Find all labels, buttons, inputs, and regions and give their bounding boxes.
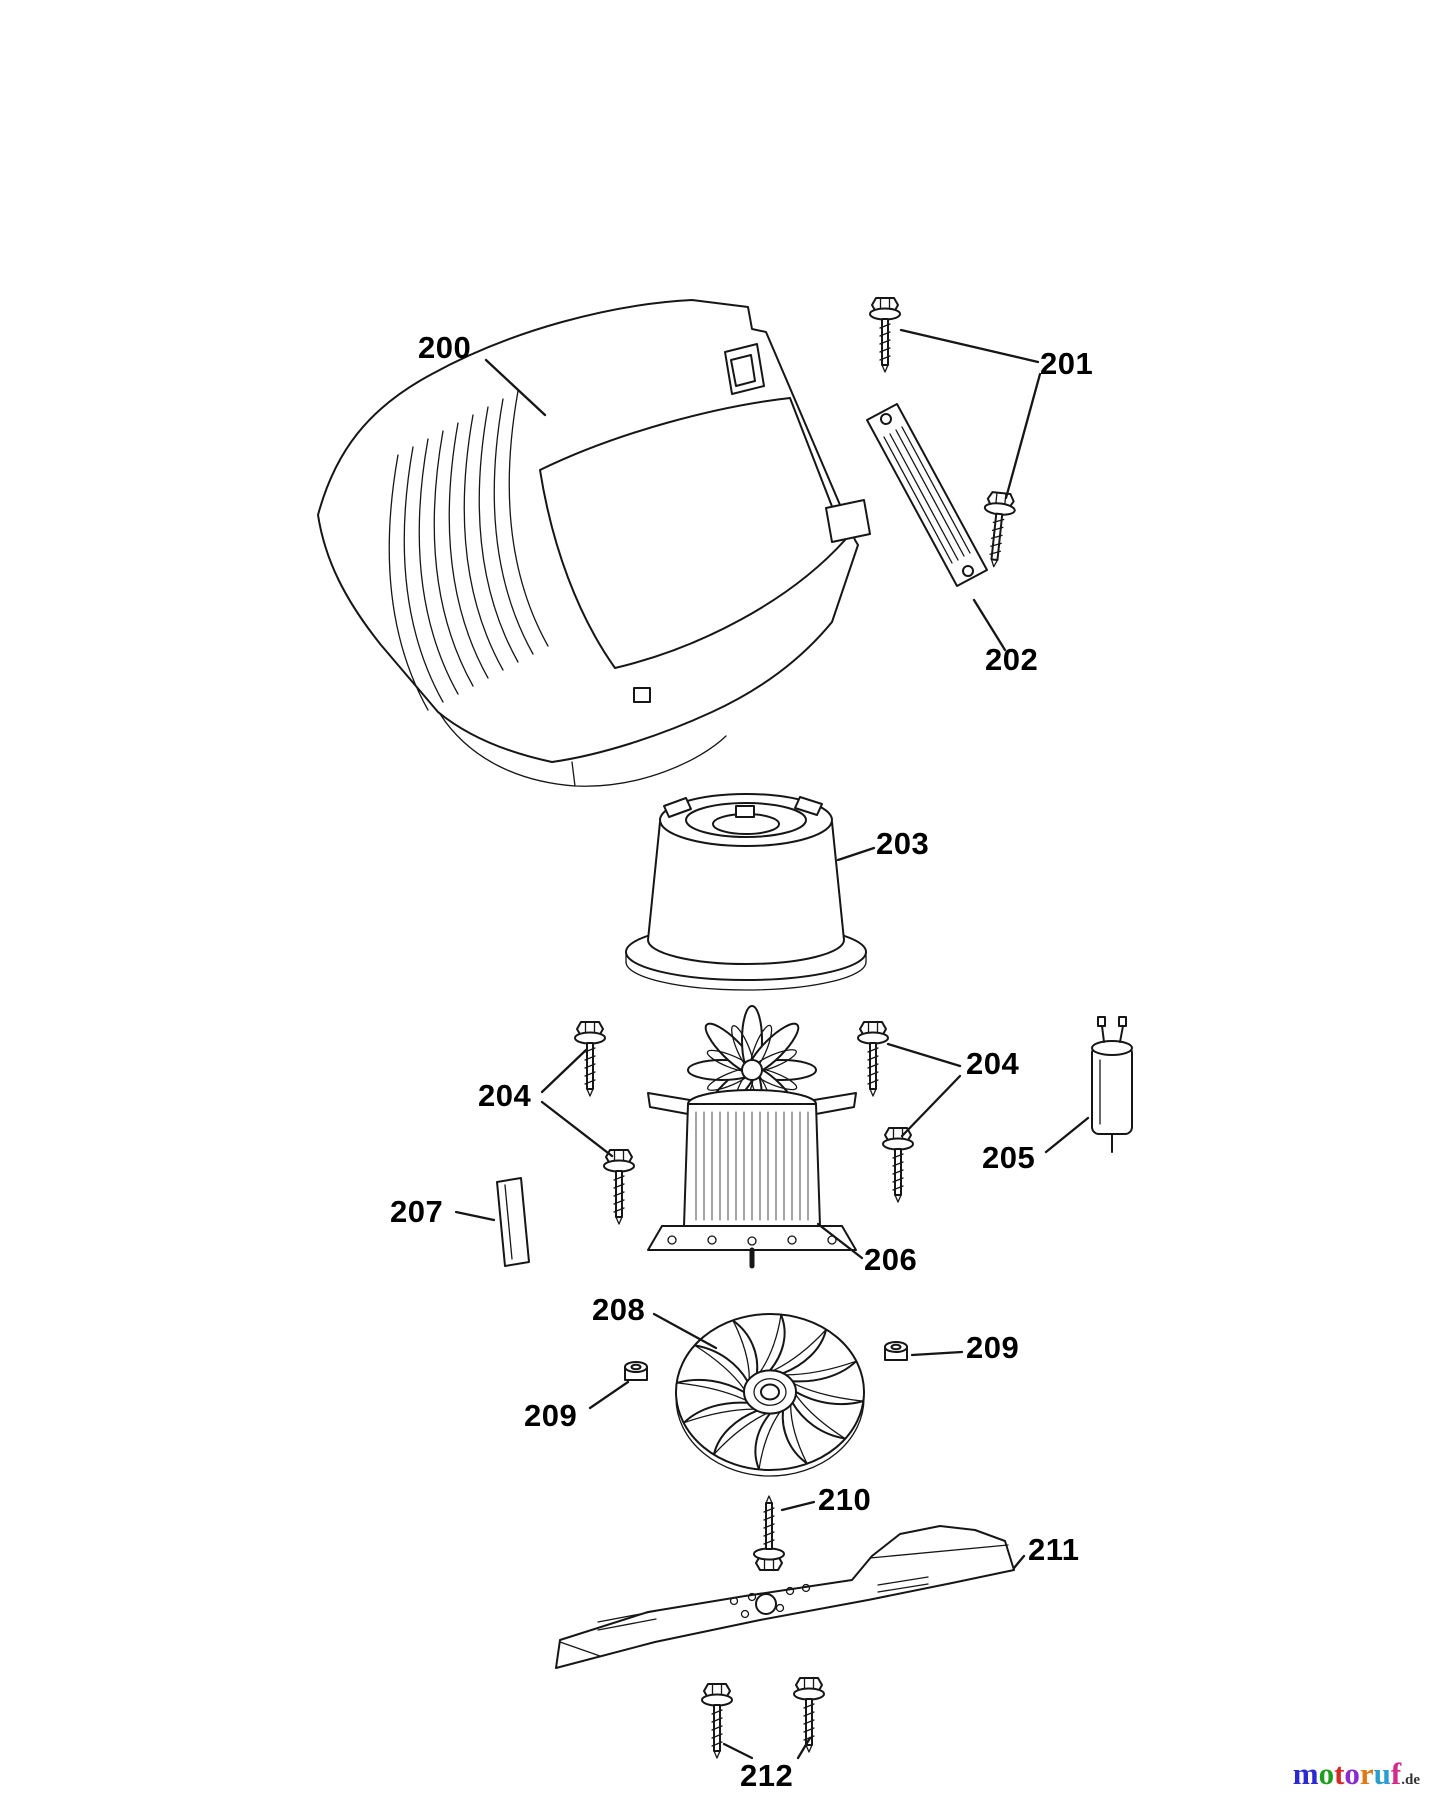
part-205-capacitor xyxy=(1091,1016,1133,1153)
logo-letter: o xyxy=(1318,1756,1335,1791)
part-203-housing xyxy=(625,793,867,991)
part-label-200: 200 xyxy=(418,330,472,365)
part-207-strip xyxy=(496,1177,530,1267)
logo-suffix: .de xyxy=(1401,1772,1420,1788)
part-label-204-right: 204 xyxy=(966,1046,1020,1081)
part-210-blade-bolt xyxy=(753,1495,785,1571)
motoruf-logo: motoruf.de xyxy=(1293,1756,1420,1792)
logo-letter: u xyxy=(1373,1756,1391,1791)
part-label-201: 201 xyxy=(1040,346,1094,381)
logo-letter: f xyxy=(1390,1756,1402,1791)
part-label-210: 210 xyxy=(818,1482,872,1517)
part-label-208: 208 xyxy=(592,1292,646,1327)
part-211-blade xyxy=(555,1525,1015,1669)
part-label-203: 203 xyxy=(876,826,930,861)
part-label-202: 202 xyxy=(985,642,1039,677)
part-label-207: 207 xyxy=(390,1194,444,1229)
logo-letter: r xyxy=(1359,1756,1374,1791)
part-208-fan xyxy=(676,1314,864,1476)
part-206-motor xyxy=(647,1005,857,1269)
leader-lines xyxy=(454,328,1090,1760)
logo-letter: m xyxy=(1292,1756,1319,1791)
logo-letter: t xyxy=(1334,1756,1345,1791)
part-200-motor-cover xyxy=(317,299,871,787)
part-label-204-left: 204 xyxy=(478,1078,532,1113)
part-label-209-left: 209 xyxy=(524,1398,578,1433)
logo-letter: o xyxy=(1344,1756,1360,1791)
part-label-209-right: 209 xyxy=(966,1330,1020,1365)
part-label-206: 206 xyxy=(864,1242,918,1277)
part-label-205: 205 xyxy=(982,1140,1036,1175)
part-label-211: 211 xyxy=(1028,1532,1080,1567)
part-label-212: 212 xyxy=(740,1758,794,1793)
part-202-bracket xyxy=(866,403,988,587)
